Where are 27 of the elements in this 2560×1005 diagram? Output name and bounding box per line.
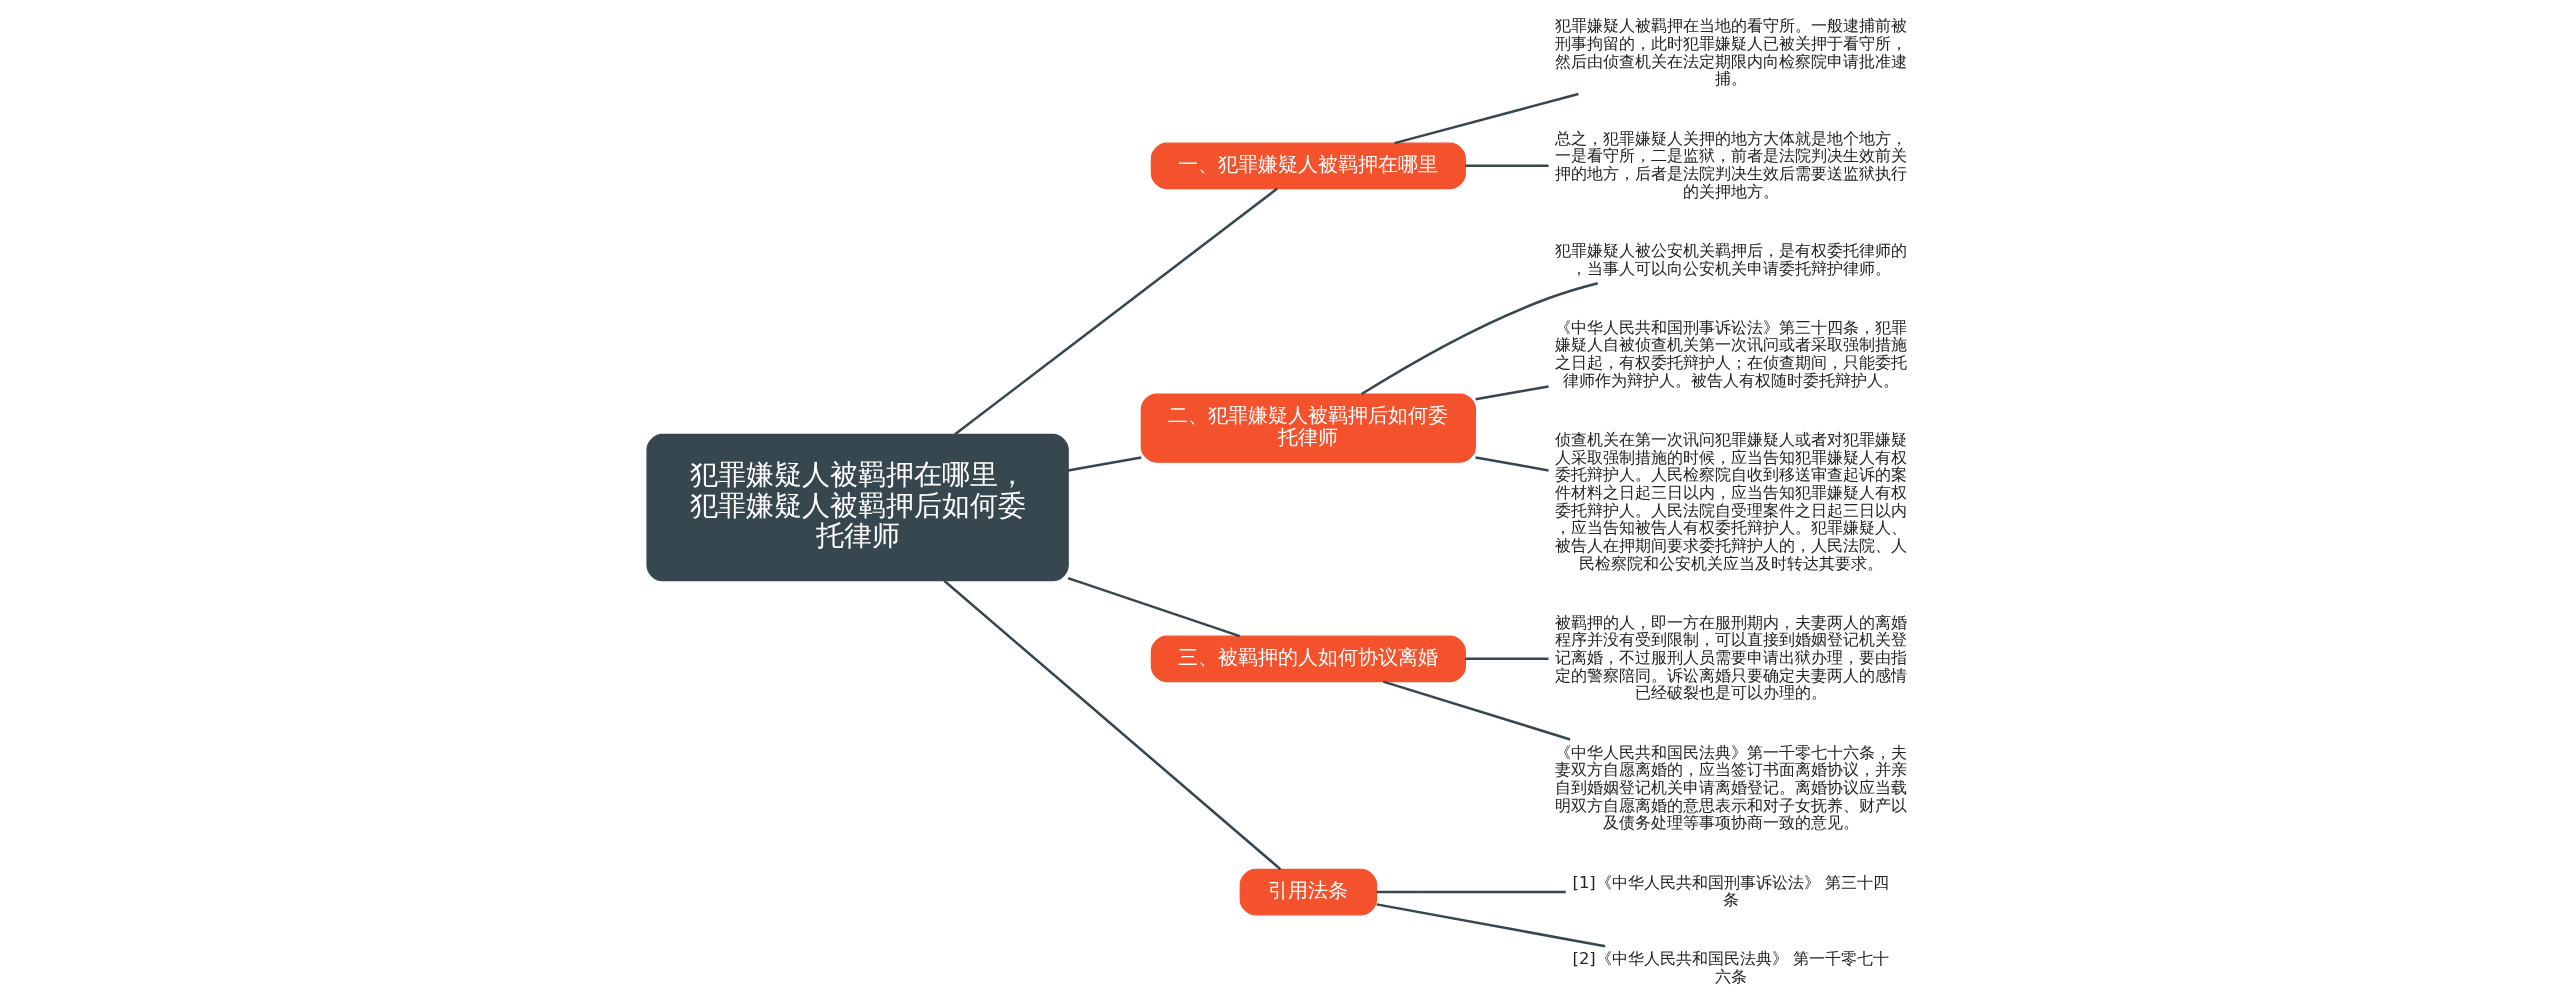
connector	[1376, 903, 1606, 948]
connector	[1475, 385, 1549, 401]
node-text: 侦查机关在第一次讯问犯罪嫌疑人或者对犯罪嫌疑人采取强制措施的时候，应当告知犯罪嫌疑人有权委托辩护人。人民检察院自收到移送审查起诉的案件材料之日起三日以内，应当告知犯罪嫌疑人有权委托辩护人。人民法院自受理案件之日起三日以内，应当告知被告人有权委托辩护人。犯罪嫌疑人、被告人在押期间要求委托辩护人的，人民法院、人民检察院和公安机关应当及时转达其要求。	[1554, 430, 1907, 573]
node-text: 《中华人民共和国民法典》第一千零七十六条，夫妻双方自愿离婚的，应当签订书面离婚协议，并亲自到婚姻登记机关申请离婚登记。离婚协议应当载明双方自愿离婚的意思表示和对子女抚养、财产以及债务处理等事项协商一致的意见。	[1554, 742, 1907, 833]
connector	[1465, 657, 1549, 661]
node-text: 犯罪嫌疑人被羁押在当地的看守所。一般逮捕前被刑事拘留的，此时犯罪嫌疑人已被关押于看守所，然后由侦查机关在法定期限内向检察院申请批准逮捕。	[1554, 16, 1907, 89]
connector	[1394, 92, 1579, 145]
node-box: 三、被羁押的人如何协议离婚	[1150, 635, 1466, 683]
connector	[1067, 577, 1241, 638]
node-text: 《中华人民共和国刑事诉讼法》第三十四条，犯罪嫌疑人自被侦查机关第一次讯问或者采取强制措施之日起，有权委托辩护人；在侦查期间，只能委托律师作为辩护人。被告人有权随时委托辩护人。	[1554, 317, 1907, 390]
node-text: [2]《中华人民共和国民法典》 第一千零七十六条	[1572, 949, 1889, 987]
node-box: 一、犯罪嫌疑人被羁押在哪里	[1150, 142, 1466, 190]
node-box: 犯罪嫌疑人被羁押在哪里，犯罪嫌疑人被羁押后如何委托律师	[646, 433, 1069, 582]
connector	[1465, 164, 1549, 168]
node-text: 总之，犯罪嫌疑人关押的地方大体就是地个地方，一是看守所，二是监狱，前者是法院判决生效前关押的地方，后者是法院判决生效后需要送监狱执行的关押地方。	[1554, 128, 1907, 201]
connector	[1475, 456, 1549, 472]
node-box: 引用法条	[1239, 868, 1378, 916]
connector	[1382, 680, 1571, 741]
node-text: 犯罪嫌疑人被公安机关羁押后，是有权委托律师的，当事人可以向公安机关申请委托辩护律师。	[1554, 240, 1907, 278]
connector	[1068, 456, 1142, 472]
connector	[1360, 282, 1599, 396]
node-text: [1]《中华人民共和国刑事诉讼法》 第三十四条	[1572, 872, 1889, 910]
node-box: 二、犯罪嫌疑人被羁押后如何委托律师	[1140, 393, 1477, 463]
node-text: 被羁押的人，即一方在服刑期内，夫妻两人的离婚程序并没有受到限制，可以直接到婚姻登记机关登记离婚，不过服刑人员需要申请出狱办理，要由指定的警察陪同。诉讼离婚只要确定夫妻两人的感情已经破裂也是可以办理的。	[1554, 612, 1907, 703]
connector	[1376, 890, 1566, 894]
connector	[954, 187, 1278, 436]
connector	[943, 579, 1282, 871]
